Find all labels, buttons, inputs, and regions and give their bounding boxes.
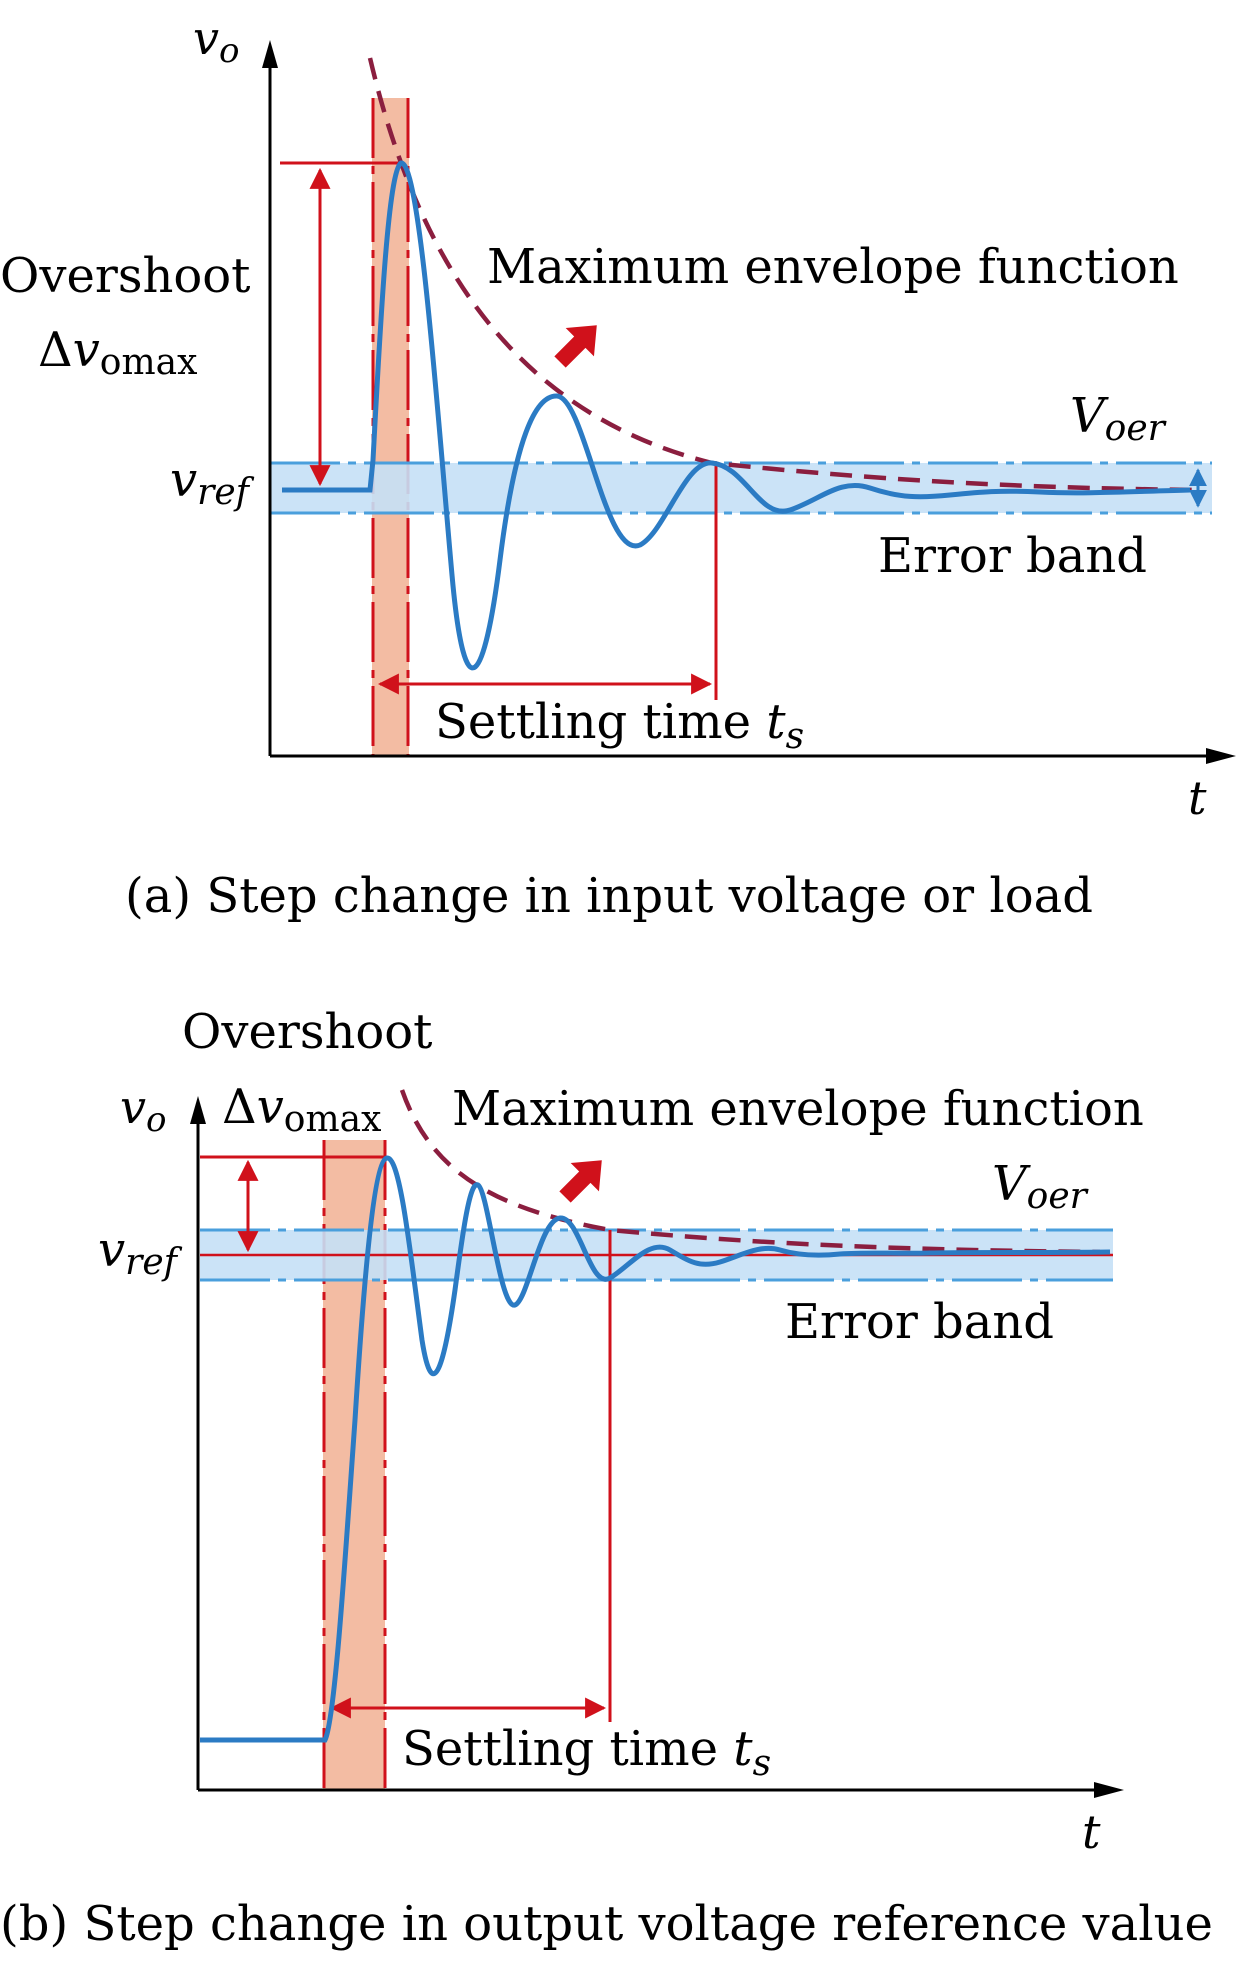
x-axis-label: t	[1082, 1805, 1101, 1859]
x-axis-arrowhead	[1206, 748, 1236, 764]
error-band-label: Error band	[878, 528, 1147, 584]
settling-time-label: Settling time ts	[402, 1721, 771, 1784]
overshoot-symbol: Δvomax	[38, 322, 197, 383]
y-axis-label: vo	[120, 1080, 166, 1140]
voer-label: Voer	[1070, 388, 1167, 449]
y-axis-label: vo	[193, 11, 239, 71]
y-axis-arrowhead	[190, 1096, 206, 1124]
overshoot-symbol: Δvomax	[222, 1079, 381, 1140]
overshoot-label: Overshoot	[182, 1004, 432, 1060]
caption-b: (b) Step change in output voltage refere…	[0, 1896, 1213, 1952]
y-axis-arrowhead	[262, 40, 278, 68]
voer-label: Voer	[992, 1156, 1089, 1217]
vref-label: vref	[170, 452, 255, 513]
envelope-label: Maximum envelope function	[487, 239, 1179, 295]
panel-a: vo t Overshoot Δvomax vref Maximum envel…	[0, 11, 1236, 924]
panel-b: Overshoot vo Δvomax Maximum envelope fun…	[0, 1004, 1213, 1952]
x-axis-arrowhead	[1094, 1782, 1124, 1798]
x-axis-label: t	[1188, 771, 1207, 825]
signal-curve	[200, 1155, 1111, 1743]
caption-a: (a) Step change in input voltage or load	[125, 868, 1093, 924]
settling-time-label: Settling time ts	[435, 694, 804, 757]
overshoot-label: Overshoot	[0, 248, 250, 304]
error-band-label: Error band	[785, 1294, 1054, 1350]
arrow-up-right-icon	[554, 325, 597, 368]
signal-curve	[282, 160, 1191, 671]
arrow-up-right-icon	[559, 1160, 602, 1203]
envelope-curve	[399, 1089, 1101, 1255]
envelope-label: Maximum envelope function	[452, 1081, 1144, 1137]
vref-label: vref	[98, 1222, 183, 1283]
